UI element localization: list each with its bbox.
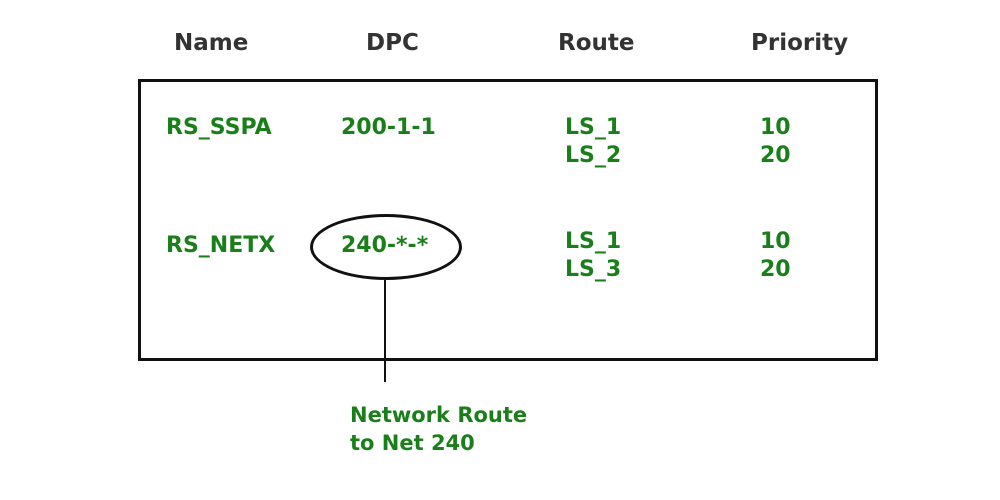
row-2-priority-2: 20 — [760, 257, 791, 282]
callout-line-2: to Net 240 — [350, 431, 475, 455]
row-1-name: RS_SSPA — [166, 115, 272, 140]
row-2-route-2: LS_3 — [565, 257, 622, 282]
row-1-route-1: LS_1 — [565, 115, 622, 140]
row-2-route-1: LS_1 — [565, 229, 622, 254]
route-set-table-box — [138, 79, 878, 361]
callout-leader-line — [384, 280, 386, 382]
row-1-priorities: 10 20 — [760, 114, 791, 170]
row-1-priority-2: 20 — [760, 143, 791, 168]
header-name: Name — [174, 30, 249, 56]
row-1-dpc: 200-1-1 — [341, 115, 436, 140]
dpc-highlight-ellipse — [310, 214, 462, 280]
row-2-routes: LS_1 LS_3 — [565, 228, 621, 284]
row-1-route-2: LS_2 — [565, 143, 622, 168]
header-dpc: DPC — [366, 30, 419, 56]
row-2-name: RS_NETX — [166, 233, 276, 258]
row-2-priorities: 10 20 — [760, 228, 791, 284]
callout-label: Network Route to Net 240 — [350, 401, 527, 457]
row-2-priority-1: 10 — [760, 229, 791, 254]
row-1-routes: LS_1 LS_2 — [565, 114, 621, 170]
row-1-priority-1: 10 — [760, 115, 791, 140]
callout-line-1: Network Route — [350, 403, 528, 427]
row-2-dpc: 240-*-* — [341, 233, 429, 258]
header-priority: Priority — [751, 30, 849, 56]
header-route: Route — [558, 30, 635, 56]
